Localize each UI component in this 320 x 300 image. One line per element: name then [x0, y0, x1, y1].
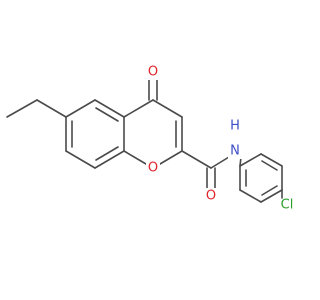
chlorine-bg [279, 198, 297, 214]
amide-h-bg [228, 118, 242, 134]
amide-oxygen-label: O [206, 189, 216, 204]
amide-hydrogen-label: H [230, 119, 240, 134]
t-aryl-2 [260, 153, 283, 167]
ring-o-bg [146, 160, 160, 176]
true-background [0, 0, 300, 300]
ring-oxygen-label: O [148, 161, 158, 176]
t-pyr-5 [123, 150, 147, 165]
t-benzo-5 [65, 150, 96, 169]
t-pyr-4 [159, 150, 183, 165]
t-benzo-4 [94, 150, 125, 169]
t-ethyl-2 [36, 99, 67, 118]
amide-n-bg [228, 143, 242, 159]
t-ethyl-1 [6, 99, 38, 118]
true-bonds [6, 79, 283, 203]
amide-nitrogen-label: N [230, 144, 240, 159]
t-benzo-2d [95, 107, 119, 122]
amide-o-bg [204, 188, 218, 204]
chlorine-label: Cl [281, 198, 294, 213]
t-aryl-4 [260, 189, 283, 203]
keto-oxygen-label: O [148, 65, 158, 80]
t-benzo-1 [65, 99, 96, 118]
t-amide-1 [181, 150, 212, 169]
t-aryl-5 [239, 189, 262, 203]
t-aryl-4d [261, 185, 278, 196]
molecule-diagram: O O O N H Cl [0, 0, 300, 300]
t-aryl-2d [261, 160, 278, 171]
t-amide-n [210, 156, 230, 169]
t-pyr-1 [123, 99, 154, 118]
molecule-true: O O O N H Cl [0, 0, 300, 300]
t-benzo-2 [94, 99, 125, 118]
keto-o-bg [146, 64, 160, 80]
t-benzo-4d [95, 146, 119, 161]
atom-labels: O O O N H Cl [146, 64, 297, 214]
t-pyr-2 [152, 99, 183, 118]
t-aryl-1 [239, 153, 262, 167]
